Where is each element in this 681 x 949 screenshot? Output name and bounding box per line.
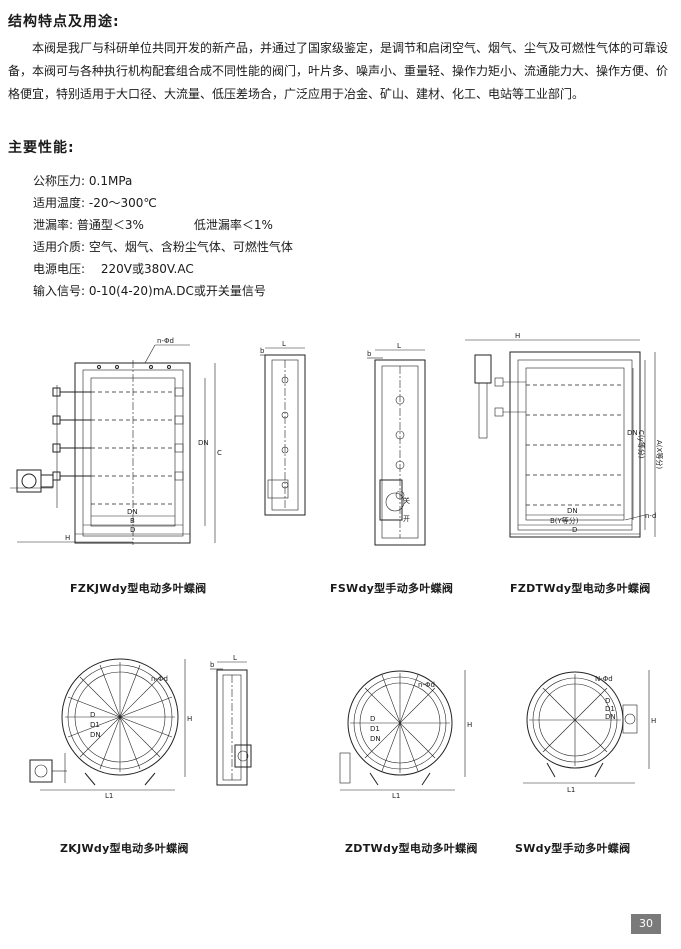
spec-row: 适用介质: 空气、烟气、含粉尘气体、可燃性气体 xyxy=(33,236,293,258)
fig1-label-nd: n-Φd xyxy=(157,337,174,345)
caption-zkjwdy: ZKJWdy型电动多叶蝶阀 xyxy=(60,842,189,855)
fig5-label-d1: D1 xyxy=(90,721,100,729)
spec-value: -20～300℃ xyxy=(88,196,157,210)
fig1-label-b: B xyxy=(130,517,135,525)
fig4-label-cyfen: C(y等分) xyxy=(637,430,646,459)
section-heading-performance: 主要性能: xyxy=(8,140,75,156)
section-heading-structure: 结构特点及用途: xyxy=(8,14,120,30)
fig8-label-d1: D1 xyxy=(605,705,615,713)
spec-value: 普通型＜3% xyxy=(76,218,144,232)
fig4-label-d: D xyxy=(572,526,577,534)
fig7-label-h: H xyxy=(467,721,472,729)
fig7-label-l1: L1 xyxy=(392,792,400,800)
fig7-label-d: D xyxy=(370,715,375,723)
spec-row: 泄漏率: 普通型＜3% 低泄漏率＜1% xyxy=(33,214,293,236)
swdy-drawing: N-Φd D D1 DN H L1 xyxy=(523,670,656,794)
spec-label: 适用温度: xyxy=(33,196,86,210)
fig7-label-nd: n-Φd xyxy=(418,681,435,689)
fig7-label-dn: DN xyxy=(370,735,381,743)
spec-value-2: 低泄漏率＜1% xyxy=(193,218,273,232)
fig4-label-nd: n-d xyxy=(645,512,656,520)
fig8-label-dn: DN xyxy=(605,713,616,721)
fzkjwdy-side-drawing: L b xyxy=(260,340,306,516)
fig1-label-c: C xyxy=(217,449,222,457)
fig5-label-nd: n-Φd xyxy=(151,675,168,683)
fig8-label-d: D xyxy=(605,697,610,705)
fig2-label-l: L xyxy=(282,340,286,348)
spec-row: 公称压力: 0.1MPa xyxy=(33,170,293,192)
spec-label: 泄漏率: xyxy=(33,218,74,232)
spec-label: 电源电压: xyxy=(33,262,86,276)
fig4-label-h: H xyxy=(515,332,520,340)
fig1-label-dn-h: DN xyxy=(127,508,138,516)
spec-row: 输入信号: 0-10(4-20)mA.DC或开关量信号 xyxy=(33,280,293,302)
fig2-label-b: b xyxy=(260,347,265,355)
fig7-label-d1: D1 xyxy=(370,725,380,733)
caption-fzkjwdy: FZKJWdy型电动多叶蝶阀 xyxy=(70,582,207,595)
caption-fswdy: FSWdy型手动多叶蝶阀 xyxy=(330,582,454,595)
fig4-label-by: B(Y等分) xyxy=(550,516,579,525)
zdtwdy-drawing: n-Φd D D1 DN H L1 xyxy=(339,670,472,800)
spec-label: 适用介质: xyxy=(33,240,86,254)
caption-swdy: SWdy型手动多叶蝶阀 xyxy=(515,842,631,855)
fig5-label-l1: L1 xyxy=(105,792,113,800)
fig8-label-h: H xyxy=(651,717,656,725)
fig8-label-l1: L1 xyxy=(567,786,575,794)
spec-label: 公称压力: xyxy=(33,174,86,188)
spec-value: 0.1MPa xyxy=(88,174,133,188)
zkjwdy-side-drawing: L b xyxy=(210,654,252,786)
fswdy-drawing: L b 关 开 xyxy=(367,342,426,546)
fig5-label-dn: DN xyxy=(90,731,101,739)
fig1-label-h: H xyxy=(65,534,70,542)
caption-fzdtwdy: FZDTWdy型电动多叶蝶阀 xyxy=(510,582,651,595)
fig3-label-guan: 关 xyxy=(403,496,410,505)
fig6-label-b: b xyxy=(210,661,215,669)
spec-value: 空气、烟气、含粉尘气体、可燃性气体 xyxy=(88,240,293,254)
spec-row: 适用温度: -20～300℃ xyxy=(33,192,293,214)
description-paragraph: 本阀是我厂与科研单位共同开发的新产品，并通过了国家级鉴定，是调节和启闭空气、烟气… xyxy=(8,41,669,101)
fig3-label-kai: 开 xyxy=(403,515,410,523)
spec-label: 输入信号: xyxy=(33,284,86,298)
page-number: 30 xyxy=(631,914,661,934)
fzdtwdy-drawing: H DN C(y等分) A(X等分) DN B(Y等分) D n-d xyxy=(465,332,664,538)
fig1-label-d: D xyxy=(130,526,135,534)
fig4-label-ax: A(X等分) xyxy=(655,440,664,469)
spec-value: 0-10(4-20)mA.DC或开关量信号 xyxy=(88,284,266,298)
fig4-label-dn-v: DN xyxy=(627,429,638,437)
fig3-label-l: L xyxy=(397,342,401,350)
spec-row: 电源电压: 220V或380V.AC xyxy=(33,258,293,280)
specs-list: 公称压力: 0.1MPa 适用温度: -20～300℃ 泄漏率: 普通型＜3% 低… xyxy=(33,170,293,302)
fig1-label-dn-v: DN xyxy=(198,439,209,447)
fig4-label-dn-h: DN xyxy=(567,507,578,515)
fig6-label-l: L xyxy=(233,654,237,662)
fig5-label-d: D xyxy=(90,711,95,719)
fig5-label-h: H xyxy=(187,715,192,723)
spec-value: 220V或380V.AC xyxy=(100,262,194,276)
fzkjwdy-front-drawing: n-Φd DN C DN B D H xyxy=(10,337,222,545)
caption-zdtwdy: ZDTWdy型电动多叶蝶阀 xyxy=(345,842,478,855)
zkjwdy-drawing: n-Φd D D1 DN H L1 xyxy=(29,658,192,800)
fig3-label-b: b xyxy=(367,350,372,358)
fig8-label-nd: N-Φd xyxy=(595,675,613,683)
